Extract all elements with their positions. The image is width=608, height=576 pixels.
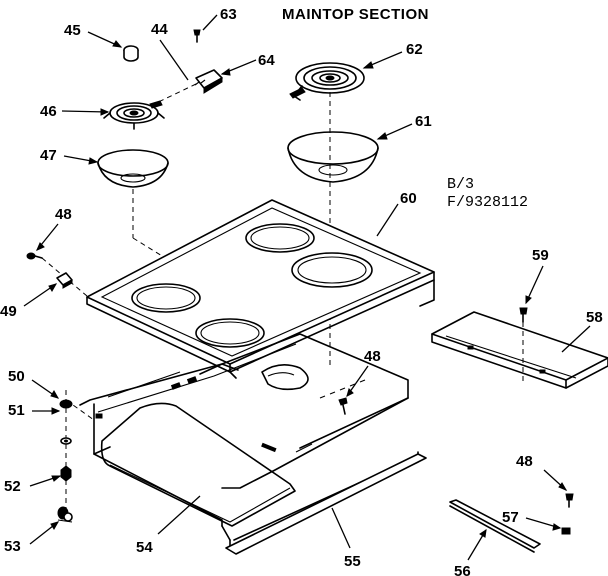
callout-47: 47: [40, 147, 57, 164]
part-53-bracket: [57, 506, 73, 523]
part-54-base-pan: [79, 333, 419, 549]
callout-57: 57: [502, 509, 519, 526]
model-code-line2: F/9328112: [447, 194, 528, 211]
callout-54: 54: [136, 539, 153, 556]
callout-56: 56: [454, 563, 471, 576]
callout-50: 50: [8, 368, 25, 385]
callout-48-middle: 48: [364, 348, 381, 365]
model-code-line1: B/3: [447, 176, 474, 193]
part-48-screw-upper: [26, 252, 43, 260]
callout-61: 61: [415, 113, 432, 130]
callout-51: 51: [8, 402, 25, 419]
model-code: B/3 F/9328112: [447, 176, 528, 211]
callout-60: 60: [400, 190, 417, 207]
callout-62: 62: [406, 41, 423, 58]
callout-53: 53: [4, 538, 21, 555]
part-57-clip: [561, 527, 571, 535]
part-55-front-rail: [225, 453, 427, 555]
callout-52: 52: [4, 478, 21, 495]
part-64-terminal-block: [194, 69, 223, 94]
part-52-nut: [60, 465, 72, 482]
callout-46: 46: [40, 103, 57, 120]
part-48-screw-middle: [338, 397, 348, 415]
part-51-washer: [60, 437, 72, 445]
callout-64: 64: [258, 52, 275, 69]
title-group: 63 MAINTOP SECTION: [193, 6, 429, 43]
part-62-large-element: [289, 62, 365, 101]
part-50-knob: [59, 399, 73, 409]
part-46-small-element: [103, 100, 165, 130]
part-56-strip: [449, 499, 541, 553]
callout-55: 55: [344, 553, 361, 570]
callout-44: 44: [151, 21, 168, 38]
diagram-title: MAINTOP SECTION: [282, 6, 429, 23]
part-47-small-drip-pan: [97, 149, 169, 188]
callout-49: 49: [0, 303, 17, 320]
part-61-large-drip-pan: [287, 131, 379, 183]
part-49-clip: [56, 272, 73, 289]
screw-63-part: [193, 29, 201, 43]
part-58-trim-panel: [431, 311, 608, 389]
part-60-cooktop: [86, 199, 435, 379]
callout-58: 58: [586, 309, 603, 326]
callout-63: 63: [220, 6, 237, 23]
callout-45: 45: [64, 22, 81, 39]
callout-48-lower: 48: [516, 453, 533, 470]
part-48-screw-lower: [565, 493, 574, 508]
callout-48-upper: 48: [55, 206, 72, 223]
part-45-spacer: [123, 45, 139, 62]
part-59-screw: [519, 307, 528, 323]
callout-59: 59: [532, 247, 549, 264]
